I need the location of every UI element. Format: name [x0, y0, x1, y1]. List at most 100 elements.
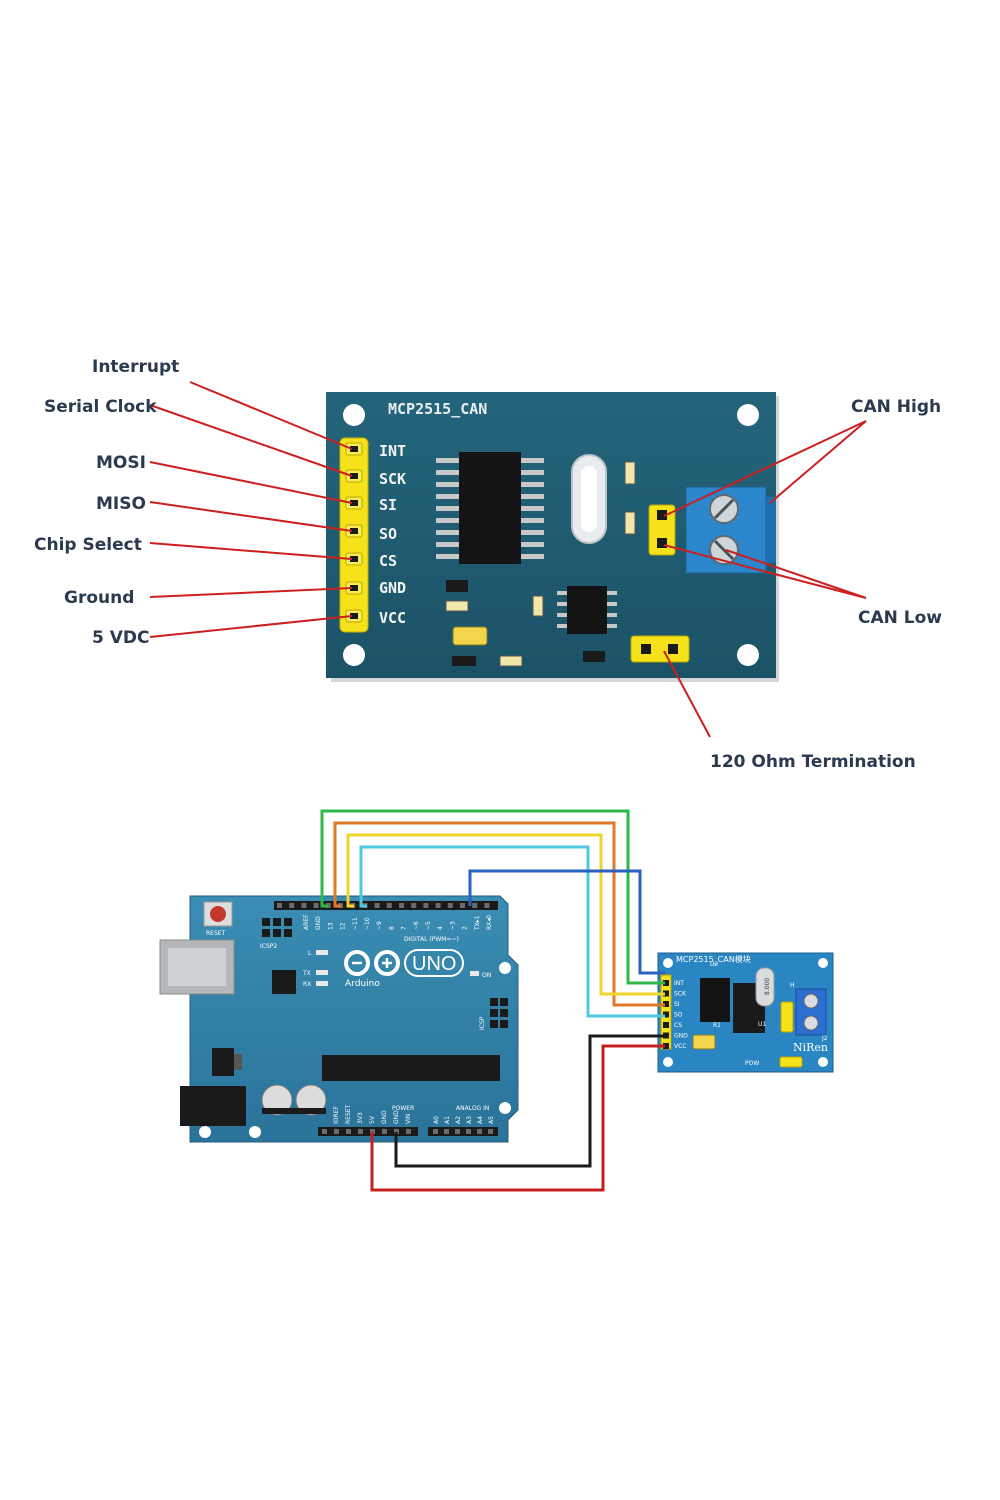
chip-leg [436, 530, 460, 535]
header-hole [433, 1129, 438, 1134]
callout-line-can-low [725, 549, 867, 599]
rx-label: RX [303, 981, 311, 988]
chip-leg [436, 482, 460, 487]
small-pin-hole [663, 1043, 669, 1049]
mounting-hole [499, 962, 511, 974]
callout-line-termination [663, 650, 711, 738]
callout-miso: MISO [96, 494, 146, 514]
arduino-pin-label: ~5 [425, 921, 432, 930]
arduino-power-pin-label: RESET [345, 1104, 352, 1124]
mounting-hole [663, 958, 673, 968]
diode [583, 651, 605, 662]
pin-hole [350, 473, 358, 479]
arduino-pin-label: 12 [340, 922, 347, 930]
crystal-label: 8.000 [764, 978, 771, 995]
small-ref-u1: U1 [758, 1021, 766, 1028]
mounting-hole [737, 644, 759, 666]
header-hole [472, 903, 478, 908]
transceiver-chip [557, 586, 617, 634]
uno-badge [404, 949, 464, 977]
icsp-pin [500, 998, 508, 1006]
arduino-pin-label: TX▸1 [474, 915, 481, 931]
header-hole [374, 903, 380, 908]
header-hole [435, 903, 441, 908]
arduino-pin-label: ~6 [413, 921, 420, 930]
small-pin-label: SCK [674, 991, 687, 998]
small-pin-hole [663, 1032, 669, 1039]
chip-leg [520, 470, 544, 475]
callout-labels: Interrupt Serial Clock MOSI MISO Chip Se… [34, 357, 942, 772]
wire-black-gnd [394, 1034, 665, 1168]
pin-label-cs: CS [379, 552, 397, 570]
arduino-analog-pin-label: A5 [488, 1116, 495, 1124]
callout-chip-select: Chip Select [34, 535, 142, 555]
screw-slot [713, 498, 735, 520]
wire-yellow-si [346, 833, 665, 996]
wire-red-vcc [370, 1044, 665, 1192]
small-pin-hole [663, 1001, 669, 1007]
terminal-side [766, 497, 776, 563]
header-hole [325, 903, 331, 908]
arduino-analog-pin-label: A3 [466, 1116, 473, 1124]
arduino-power-pin-label: VIN [405, 1114, 412, 1124]
pin-hole [657, 538, 667, 548]
resistor [445, 600, 469, 612]
header-hole [386, 903, 392, 908]
regulator-tab [234, 1054, 242, 1070]
arduino-pin-label: 8 [388, 926, 395, 930]
header-hole [382, 1129, 387, 1134]
capacitor [452, 626, 488, 646]
icsp2-label: ICSP2 [260, 943, 277, 950]
analog-label: ANALOG IN [456, 1105, 489, 1112]
callout-line-vcc [149, 615, 353, 638]
header-hole [394, 1129, 399, 1134]
small-pin-label: CS [674, 1022, 682, 1029]
mounting-hole [343, 404, 365, 426]
rx-led [316, 981, 328, 986]
resistor [532, 595, 544, 617]
small-ref-h: H [790, 982, 795, 989]
icsp2-pin [284, 918, 292, 926]
callout-line-cs [149, 542, 353, 560]
arduino-pin-label: 2 [462, 926, 469, 930]
chip-leg [557, 602, 568, 606]
callout-line-gnd [149, 587, 353, 598]
header-hole [334, 1129, 339, 1134]
pin-hole [657, 510, 667, 520]
l-led [316, 950, 328, 955]
wire-blue-int [468, 869, 665, 975]
header-hole [370, 1129, 375, 1134]
callout-line-mosi [149, 461, 353, 504]
header-hole [477, 1129, 482, 1134]
pin-hole [668, 644, 678, 654]
pin-hole [641, 644, 651, 654]
chip-body [567, 586, 607, 634]
header-hole [460, 903, 465, 908]
power-label: POWER [392, 1105, 414, 1112]
termination-jumper [630, 635, 690, 663]
chip-leg [436, 494, 460, 499]
atmega-chip [322, 1055, 500, 1081]
chip-leg [557, 591, 568, 595]
arduino-pin-label: 7 [401, 926, 408, 930]
mounting-hole [818, 958, 828, 968]
arduino-analog-pin-label: A0 [433, 1116, 440, 1124]
chip-leg [436, 518, 460, 523]
reset-button-cap[interactable] [210, 906, 226, 922]
callout-line-can-low [663, 544, 867, 599]
callout-line-sck [149, 404, 353, 477]
capacitor [295, 1084, 327, 1116]
header-hole [488, 1129, 493, 1134]
l-label: L [308, 950, 312, 957]
small-pin-label: SO [674, 1012, 683, 1019]
chip-leg [520, 554, 544, 559]
arduino-pin-label: ~10 [364, 917, 371, 930]
capacitor-base [262, 1108, 326, 1114]
diode [452, 656, 476, 666]
chip-leg [520, 542, 544, 547]
chip-leg [606, 591, 617, 595]
small-jumper [779, 1056, 803, 1068]
on-label: ON [482, 972, 491, 979]
